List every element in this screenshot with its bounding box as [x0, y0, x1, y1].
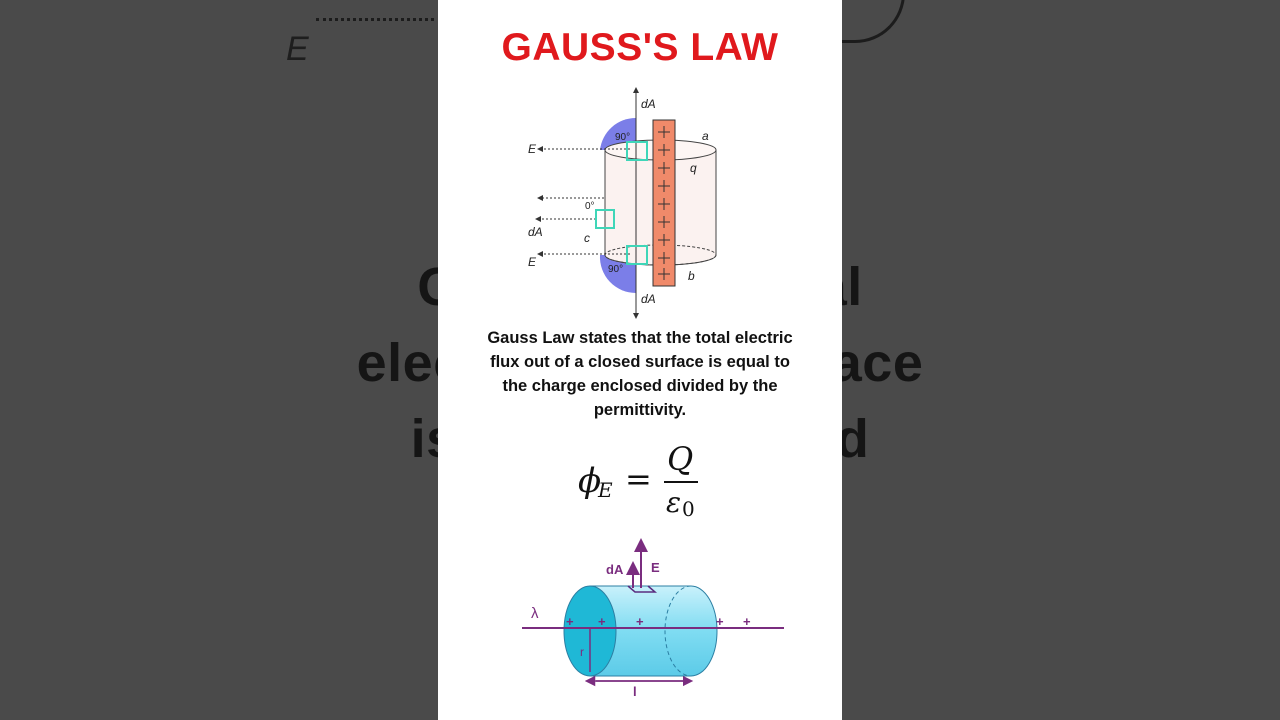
label-length: l: [633, 684, 637, 699]
bg-curve: [842, 0, 905, 43]
svg-text:+: +: [743, 614, 751, 629]
page-title: GAUSS'S LAW: [501, 26, 779, 69]
surface-patch: [627, 585, 658, 593]
gauss-plate-diagram: dA dA dA E E 90° 90° 0° a b c q: [528, 87, 717, 319]
square-bottom: [626, 245, 648, 265]
label-a: a: [702, 129, 709, 143]
label-angle-side: 0°: [585, 201, 595, 212]
svg-text:+: +: [566, 614, 574, 629]
line-charge-diagram: + + + + + dA E λ r l: [522, 538, 784, 699]
bg-e-label: E: [286, 30, 309, 68]
label-dA-top: dA: [641, 97, 656, 111]
label-E-top: E: [528, 142, 537, 156]
bg-arrow: [316, 18, 441, 23]
svg-text:+: +: [716, 614, 724, 629]
label-c: c: [584, 231, 590, 245]
cylinder-shell: [589, 585, 718, 677]
content-panel: GAUSS'S LAW: [438, 0, 842, 720]
plate-plus-signs: [658, 126, 670, 280]
square-top: [626, 141, 648, 161]
cylinder-hidden-edge: [664, 585, 692, 677]
label-angle-bottom: 90°: [608, 264, 623, 275]
label-dA-side: dA: [528, 225, 543, 239]
label-dA-bottom: dA: [641, 292, 656, 306]
svg-text:+: +: [636, 614, 644, 629]
label-radius: r: [580, 645, 584, 659]
label-E-bottom: E: [528, 255, 537, 269]
square-side: [595, 209, 615, 229]
label-dA-vector: dA: [606, 562, 624, 577]
label-angle-top: 90°: [615, 132, 630, 143]
plus-signs: + + + + +: [566, 614, 751, 629]
law-description: Gauss Law states that the total electric…: [487, 329, 793, 419]
label-lambda: λ: [531, 605, 539, 622]
label-b: b: [688, 269, 695, 283]
label-q: q: [690, 161, 697, 175]
label-E-vector: E: [651, 560, 660, 575]
svg-text:+: +: [598, 614, 606, 629]
field-arrows: [535, 146, 630, 257]
